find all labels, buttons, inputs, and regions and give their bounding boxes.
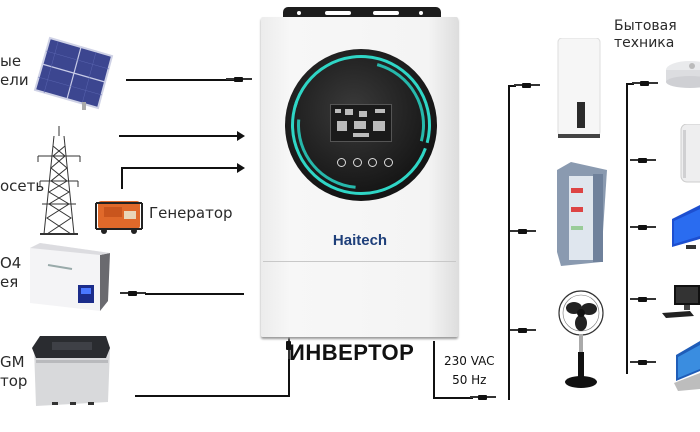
water-heater-icon bbox=[556, 37, 602, 140]
inverter-button-down[interactable] bbox=[368, 158, 377, 167]
laptop-icon bbox=[672, 341, 700, 391]
solar-label-line2: ели bbox=[0, 71, 29, 89]
generator-wire-vertical bbox=[121, 167, 123, 189]
lifepo4-label-line2: ея bbox=[0, 273, 19, 291]
bracket-hole bbox=[419, 11, 423, 15]
output-frequency: 50 Hz bbox=[452, 373, 487, 387]
solar-panel-icon bbox=[30, 28, 115, 110]
bracket-slot bbox=[325, 11, 351, 15]
power-pylon-icon bbox=[36, 126, 82, 236]
agm-label-line1: GM bbox=[0, 353, 25, 371]
input-label-lifepo4: O4 ея bbox=[0, 254, 21, 292]
agm-wire-horizontal bbox=[135, 395, 290, 397]
lifepo4-label-line1: O4 bbox=[0, 254, 22, 272]
plug-connector-icon bbox=[470, 395, 496, 400]
plug-connector-icon bbox=[630, 360, 656, 365]
output-wire-horizontal bbox=[433, 397, 473, 399]
input-label-grid: осеть bbox=[0, 177, 45, 195]
tv-icon bbox=[670, 205, 700, 255]
air-purifier-icon bbox=[679, 123, 700, 186]
inverter-panel-divider bbox=[263, 261, 456, 262]
lifepo4-wire bbox=[145, 293, 244, 295]
robot-vacuum-icon bbox=[666, 56, 700, 90]
plug-connector-icon bbox=[510, 229, 536, 234]
load-bus-left bbox=[508, 85, 510, 400]
lead-acid-battery-icon bbox=[30, 334, 110, 406]
plug-connector-icon bbox=[510, 328, 536, 333]
agm-label-line2: тор bbox=[0, 372, 28, 390]
refrigerator-icon bbox=[551, 162, 607, 266]
loads-heading: Бытовая техника bbox=[614, 18, 677, 52]
lcd-display bbox=[330, 104, 392, 142]
generator-arrow bbox=[121, 163, 245, 173]
loads-heading-line1: Бытовая bbox=[614, 18, 677, 34]
inverter-button-enter[interactable] bbox=[384, 158, 393, 167]
plug-connector-icon bbox=[632, 81, 658, 86]
plug-connector-icon bbox=[630, 225, 656, 230]
inverter-brand-logo: Haitech bbox=[332, 232, 388, 249]
output-spec: 230 VAC 50 Hz bbox=[444, 352, 495, 390]
plug-connector-icon bbox=[630, 297, 656, 302]
inverter-button-up[interactable] bbox=[353, 158, 362, 167]
inverter-button-esc[interactable] bbox=[337, 158, 346, 167]
desktop-computer-icon bbox=[660, 283, 700, 319]
grid-arrow bbox=[119, 131, 245, 141]
bracket-slot bbox=[373, 11, 399, 15]
solar-wire bbox=[126, 79, 234, 81]
agm-wire-vertical bbox=[288, 345, 290, 397]
loads-heading-line2: техника bbox=[614, 35, 675, 51]
plug-connector-icon bbox=[514, 83, 540, 88]
mounting-bracket bbox=[283, 7, 441, 18]
fan-icon bbox=[556, 288, 606, 390]
input-label-solar: ые ели bbox=[0, 52, 29, 90]
input-label-agm: GM тор bbox=[0, 353, 27, 391]
generator-icon bbox=[94, 193, 144, 235]
output-voltage: 230 VAC bbox=[444, 354, 495, 368]
load-bus-right-stub bbox=[626, 83, 634, 85]
load-bus-right bbox=[626, 83, 628, 374]
solar-label-line1: ые bbox=[0, 52, 22, 70]
load-bus-left-stub bbox=[508, 85, 516, 87]
plug-connector-icon bbox=[226, 77, 252, 82]
bracket-hole bbox=[297, 11, 301, 15]
plug-connector-icon bbox=[120, 291, 146, 296]
output-wire-vertical bbox=[433, 341, 435, 399]
lithium-battery-icon bbox=[30, 243, 110, 313]
input-label-generator: Генератор bbox=[149, 204, 233, 222]
plug-connector-icon bbox=[630, 158, 656, 163]
diagram-title: ИНВЕРТОР bbox=[289, 340, 415, 365]
